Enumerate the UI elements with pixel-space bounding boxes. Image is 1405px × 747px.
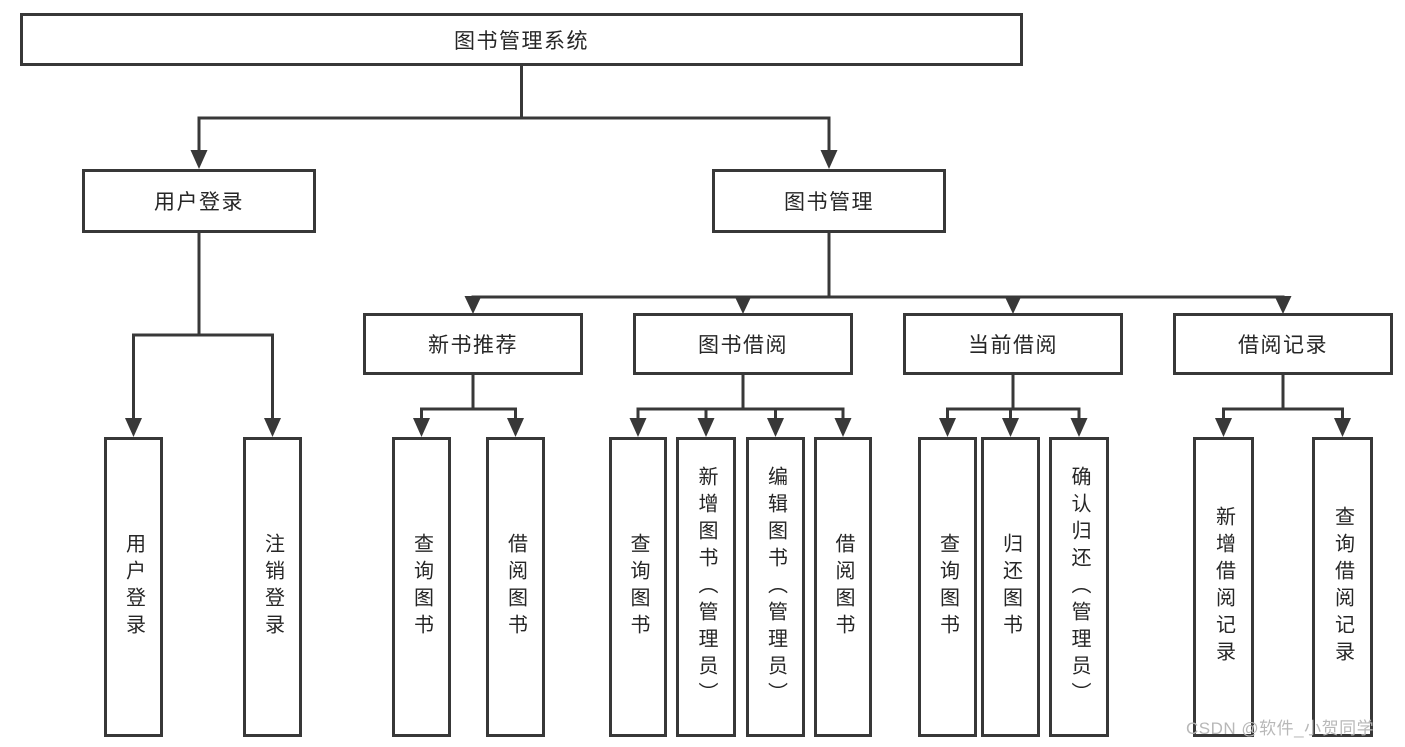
leaf-query-book-1: 查询图书 <box>392 437 451 737</box>
node-borrow-records-label: 借阅记录 <box>1238 334 1328 357</box>
node-user-login: 用户登录 <box>82 169 316 233</box>
leaf-add-borrow-record: 新增借阅记录 <box>1193 437 1254 737</box>
leaf-add-borrow-record-label: 新增借阅记录 <box>1212 506 1235 668</box>
leaf-query-book-3: 查询图书 <box>918 437 977 737</box>
leaf-confirm-return-label: 确认归还（管理员） <box>1068 465 1090 709</box>
leaf-borrow-book-1: 借阅图书 <box>486 437 545 737</box>
node-root: 图书管理系统 <box>20 13 1023 66</box>
leaf-query-book-2-label: 查询图书 <box>627 533 649 641</box>
leaf-user-login: 用户登录 <box>104 437 163 737</box>
leaf-borrow-book-1-label: 借阅图书 <box>504 533 527 641</box>
leaf-return-book: 归还图书 <box>981 437 1040 737</box>
leaf-query-borrow-record: 查询借阅记录 <box>1312 437 1373 737</box>
leaf-edit-book: 编辑图书（管理员） <box>746 437 805 737</box>
leaf-confirm-return: 确认归还（管理员） <box>1049 437 1109 737</box>
node-new-book-rec-label: 新书推荐 <box>428 334 518 357</box>
leaf-query-book-3-label: 查询图书 <box>936 533 959 641</box>
node-current-borrow-label: 当前借阅 <box>968 334 1058 357</box>
leaf-logout: 注销登录 <box>243 437 302 737</box>
leaf-user-login-label: 用户登录 <box>122 533 145 641</box>
node-new-book-rec: 新书推荐 <box>363 313 583 375</box>
node-book-mgmt: 图书管理 <box>712 169 946 233</box>
leaf-add-book: 新增图书（管理员） <box>676 437 736 737</box>
node-book-borrow-label: 图书借阅 <box>698 334 788 357</box>
leaf-edit-book-label: 编辑图书（管理员） <box>764 465 787 709</box>
node-book-borrow: 图书借阅 <box>633 313 853 375</box>
node-current-borrow: 当前借阅 <box>903 313 1123 375</box>
leaf-query-borrow-record-label: 查询借阅记录 <box>1331 506 1354 668</box>
leaf-query-book-2: 查询图书 <box>609 437 667 737</box>
leaf-logout-label: 注销登录 <box>261 533 284 641</box>
leaf-return-book-label: 归还图书 <box>999 533 1022 641</box>
csdn-watermark: CSDN @软件_小贺同学 <box>1186 719 1375 738</box>
node-root-label: 图书管理系统 <box>454 29 589 53</box>
leaf-borrow-book-2-label: 借阅图书 <box>832 533 854 641</box>
leaf-add-book-label: 新增图书（管理员） <box>695 465 717 709</box>
node-user-login-label: 用户登录 <box>154 191 244 214</box>
leaf-borrow-book-2: 借阅图书 <box>814 437 872 737</box>
node-book-mgmt-label: 图书管理 <box>784 191 874 214</box>
leaf-query-book-1-label: 查询图书 <box>410 533 433 641</box>
node-borrow-records: 借阅记录 <box>1173 313 1393 375</box>
